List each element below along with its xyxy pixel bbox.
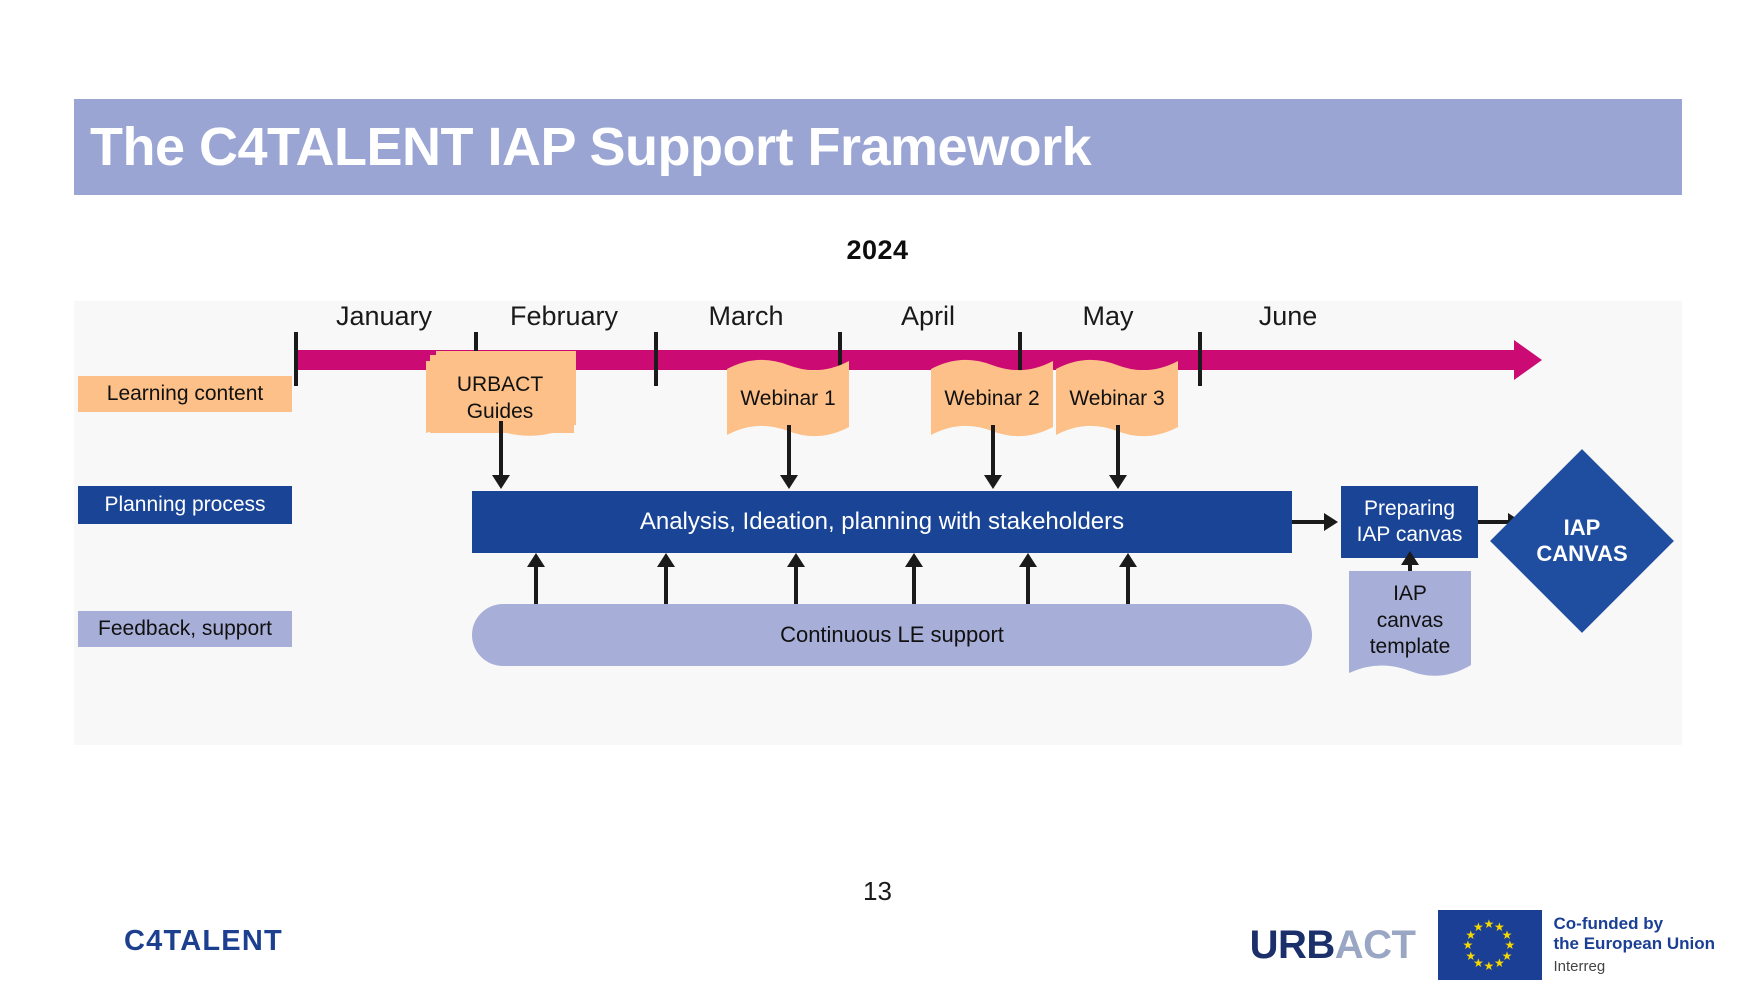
urbact-guides-line1: URBACT [456, 373, 544, 397]
learning-item-webinar-2[interactable]: Webinar 2 [931, 359, 1053, 439]
timeline-tick [1198, 332, 1202, 386]
preparing-line2: IAP canvas [1356, 523, 1463, 546]
connector-support-to-planning [1026, 567, 1030, 609]
timeline-tick [294, 332, 298, 386]
c4talent-logo: C4TALENT [124, 925, 283, 957]
eu-star-icon: ★ [1501, 948, 1513, 963]
iap-template-label: IAP canvas template [1349, 571, 1471, 679]
timeline-bar [296, 350, 1516, 370]
eu-star-icon: ★ [1483, 959, 1495, 973]
timeline-arrow-head [1514, 340, 1542, 380]
timeline-tick [838, 332, 842, 386]
learning-item-label: URBACT Guides [457, 372, 543, 426]
eu-star-icon: ★ [1465, 927, 1477, 942]
eu-star-icon: ★ [1465, 948, 1477, 963]
timeline-month-april: April [900, 301, 955, 331]
eu-star-icon: ★ [1504, 938, 1516, 952]
arrow-head-icon [905, 553, 923, 567]
arrow-head-icon [527, 553, 545, 567]
connector-webinar3-to-planning [1116, 425, 1120, 475]
learning-item-label: Webinar 1 [740, 386, 836, 410]
iap-template-line1: IAP [1393, 582, 1427, 606]
timeline-month-may: May [1082, 301, 1134, 331]
connector-planning-to-preparing [1292, 520, 1324, 524]
page-title: The C4TALENT IAP Support Framework [90, 117, 1092, 177]
timeline-tick [1018, 332, 1022, 386]
learning-item-webinar-3[interactable]: Webinar 3 [1056, 359, 1178, 439]
eu-caption-line2: the European Union [1553, 934, 1716, 954]
arrow-head-icon [492, 475, 510, 489]
eu-caption-interreg: Interreg [1553, 958, 1606, 976]
iap-canvas-template-doc[interactable]: IAP canvas template [1349, 571, 1471, 679]
preparing-line1: Preparing [1363, 497, 1456, 521]
connector-webinar2-to-planning [991, 425, 995, 475]
arrow-head-icon [1019, 553, 1037, 567]
urbact-guides-line2: Guides [466, 400, 534, 423]
eu-funding-caption: Co-funded by the European Union Interreg [1554, 914, 1716, 977]
row-label-learning-content: Learning content [78, 376, 292, 412]
arrow-head-icon [1119, 553, 1137, 567]
connector-support-to-planning [664, 567, 668, 609]
iap-canvas-outcome-diamond[interactable]: IAP CANVAS [1490, 449, 1674, 633]
arrow-head-icon [1324, 513, 1338, 531]
eu-star-icon: ★ [1501, 927, 1513, 942]
slide-title-bar: The C4TALENT IAP Support Framework [74, 99, 1682, 195]
eu-star-icon: ★ [1494, 956, 1505, 971]
timeline-tick [654, 332, 658, 386]
eu-star-icon: ★ [1462, 938, 1474, 952]
timeline-month-march: March [708, 301, 784, 331]
arrow-head-icon [984, 475, 1002, 489]
document-shape-icon [1349, 571, 1471, 676]
eu-star-icon: ★ [1473, 956, 1484, 971]
learning-item-urbact-guides[interactable]: URBACT Guides [426, 351, 576, 439]
eu-star-icon: ★ [1473, 919, 1484, 934]
planning-main-bar[interactable]: Analysis, Ideation, planning with stakeh… [472, 491, 1292, 553]
connector-support-to-planning [1126, 567, 1130, 609]
iap-canvas-label: IAP CANVAS [1517, 476, 1647, 606]
connector-support-to-planning [794, 567, 798, 609]
page-number: 13 [863, 876, 892, 906]
iap-template-line2: canvas [1376, 608, 1444, 632]
arrow-head-icon [787, 553, 805, 567]
learning-item-webinar-1[interactable]: Webinar 1 [727, 359, 849, 439]
timeline-month-january: January [335, 301, 433, 331]
arrow-head-icon [780, 475, 798, 489]
arrow-head-icon [1401, 551, 1419, 565]
learning-item-label: Webinar 2 [944, 386, 1040, 410]
timeline-month-june: June [1258, 301, 1318, 331]
eu-star-icon: ★ [1483, 917, 1495, 931]
arrow-head-icon [1109, 475, 1127, 489]
connector-support-to-planning [912, 567, 916, 609]
arrow-head-icon [657, 553, 675, 567]
row-label-planning-process: Planning process [78, 486, 292, 524]
connector-support-to-planning [534, 567, 538, 609]
iap-template-line3: template [1369, 635, 1451, 659]
learning-item-label: Webinar 3 [1069, 386, 1165, 410]
urbact-logo-part2: ACT [1334, 922, 1416, 967]
preparing-iap-canvas-box[interactable]: Preparing IAP canvas [1341, 486, 1478, 558]
timeline-month-february: February [509, 301, 619, 331]
continuous-le-support-pill[interactable]: Continuous LE support [472, 604, 1312, 666]
timeline: January February March April May June [74, 301, 1682, 401]
connector-urbact-to-planning [499, 421, 503, 475]
connector-preparing-to-canvas [1478, 520, 1508, 524]
timeline-year-label: 2024 [846, 235, 909, 265]
document-shape-icon [426, 359, 574, 436]
iap-canvas-line1: IAP [1563, 514, 1601, 540]
urbact-logo-part1: URB [1249, 922, 1336, 967]
eu-star-icon: ★ [1494, 919, 1505, 934]
eu-funding-logo: ★★★★★★★★★★★★ Co-funded by the European U… [1437, 910, 1716, 980]
wavy-flag-icon [1056, 359, 1178, 437]
wavy-flag-icon [931, 359, 1053, 437]
iap-canvas-line2: CANVAS [1536, 541, 1628, 566]
wavy-flag-icon [727, 359, 849, 437]
connector-webinar1-to-planning [787, 425, 791, 475]
eu-caption-line1: Co-funded by [1553, 913, 1664, 933]
row-label-feedback-support: Feedback, support [78, 611, 292, 647]
eu-flag-icon: ★★★★★★★★★★★★ [1437, 910, 1542, 980]
framework-diagram-panel: January February March April May June Le… [74, 301, 1682, 745]
